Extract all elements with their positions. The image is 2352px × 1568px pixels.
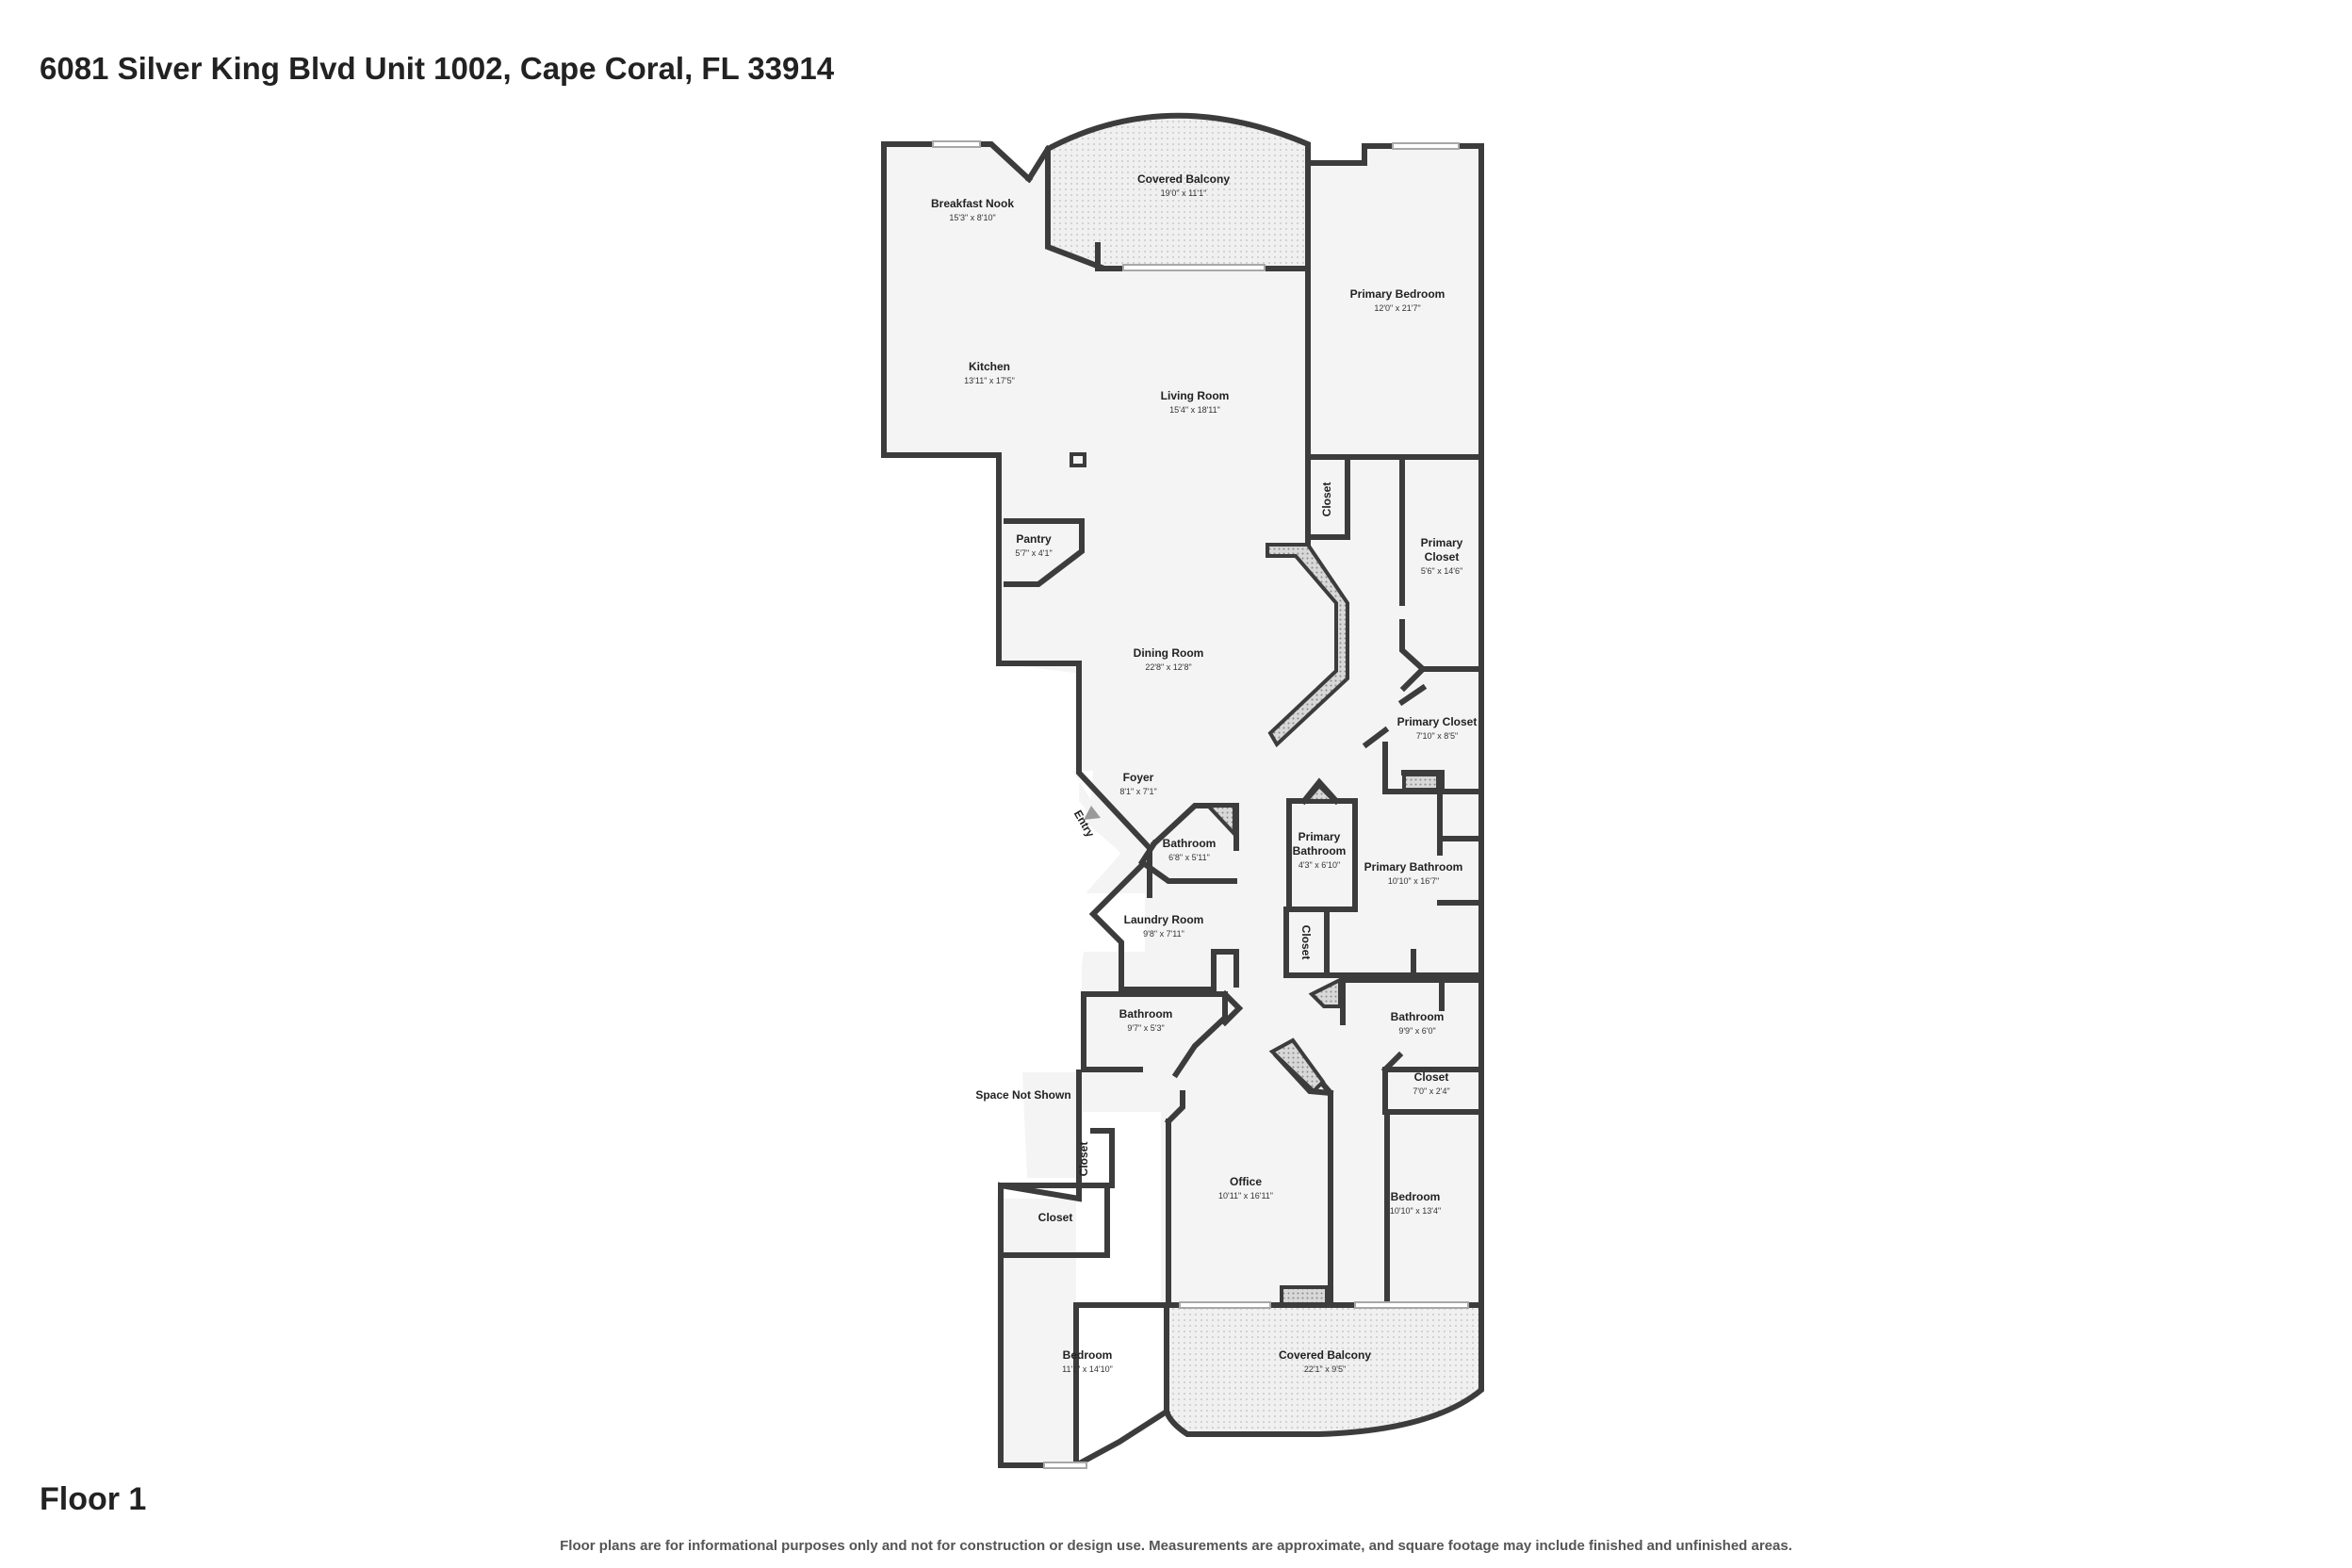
window	[1122, 264, 1266, 271]
room-dim-breakfast-nook: 15'3" x 8'10"	[949, 213, 995, 222]
window	[932, 140, 981, 148]
bathroom-b-walls	[1081, 989, 1244, 1079]
room-dim-bedroom-b: 11'1" x 14'10"	[1062, 1364, 1113, 1374]
window	[1179, 1301, 1271, 1309]
floor-label: Floor 1	[40, 1481, 147, 1517]
room-dim-primary-closet-a: 5'6" x 14'6"	[1421, 566, 1462, 576]
room-dim-covered-balcony-top: 19'0" x 11'1"	[1161, 188, 1207, 198]
room-dim-bathroom-b: 9'7" x 5'3"	[1127, 1023, 1164, 1033]
room-dim-bathroom-c: 9'9" x 6'0"	[1398, 1026, 1435, 1036]
office-hatch	[1268, 1037, 1326, 1094]
room-name-bathroom-c: Bathroom	[1391, 1010, 1445, 1023]
property-address: 6081 Silver King Blvd Unit 1002, Cape Co…	[40, 51, 835, 86]
room-name-primary-closet-b: Primary Closet	[1397, 715, 1478, 728]
room-name-pantry: Pantry	[1016, 532, 1052, 546]
nook-corner-wall	[1024, 144, 1053, 184]
room-name-covered-balcony-top: Covered Balcony	[1137, 172, 1230, 186]
closet-vertical-walls	[1283, 900, 1484, 978]
room-dim-primary-bathroom: 10'10" x 16'7"	[1388, 876, 1439, 886]
shaft-hatch	[1266, 543, 1349, 748]
room-dim-primary-closet-b: 7'10" x 8'5"	[1416, 731, 1458, 741]
room-dim-covered-balcony-bottom: 22'1" x 9'5"	[1304, 1364, 1346, 1374]
room-name-closet-c: Closet	[1414, 1070, 1449, 1084]
pantry-walls	[1004, 518, 1085, 587]
room-labels: Breakfast Nook 15'3" x 8'10" Covered Bal…	[931, 172, 1477, 1374]
room-dim-pantry: 5'7" x 4'1"	[1015, 548, 1052, 558]
closet-hatch-mid	[1308, 976, 1342, 1008]
room-name-bathroom-a: Bathroom	[1163, 837, 1217, 850]
room-name-closet-d: Closet	[1077, 1142, 1090, 1177]
primary-closet-walls	[1397, 454, 1484, 794]
bathroom-c-walls	[1340, 977, 1484, 1115]
lower-left-closet-walls	[998, 1128, 1171, 1468]
room-name-foyer: Foyer	[1123, 771, 1154, 784]
upper-floor-fill	[884, 144, 1481, 1465]
room-name-breakfast-nook: Breakfast Nook	[931, 197, 1014, 210]
room-name-kitchen: Kitchen	[969, 360, 1010, 373]
room-name-closet-b: Closet	[1299, 925, 1313, 960]
room-name-living-room: Living Room	[1161, 389, 1230, 402]
office-door-jamb	[1164, 1090, 1185, 1126]
covered-balcony-top-shape	[1045, 112, 1311, 271]
exterior-walls-left-lower	[998, 1070, 1171, 1468]
room-name-primary-bathroom: Primary Bathroom	[1364, 860, 1463, 874]
room-name-covered-balcony-bottom: Covered Balcony	[1279, 1348, 1371, 1362]
room-name-laundry-room: Laundry Room	[1124, 913, 1204, 926]
room-dim-dining-room: 22'8" x 12'8"	[1145, 662, 1191, 672]
room-dim-laundry-room: 9'8" x 7'11"	[1143, 929, 1184, 939]
small-bath-hatch	[1301, 783, 1339, 803]
entry-arrow-icon	[1084, 806, 1101, 820]
room-name-primary-bedroom: Primary Bedroom	[1350, 287, 1446, 301]
room-name-primary-bathroom-small: Primary	[1298, 830, 1341, 843]
room-dim-living-room: 15'4" x 18'11"	[1169, 405, 1220, 415]
laundry-walls	[1088, 862, 1239, 992]
room-dim-closet-c: 7'0" x 2'4"	[1413, 1086, 1449, 1096]
room-dim-office: 10'11" x 16'11"	[1218, 1191, 1273, 1200]
room-dim-primary-bathroom-small: 4'3" x 6'10"	[1298, 860, 1340, 870]
kitchen-island-marker	[1070, 452, 1086, 467]
wall-living-bedroom	[1305, 160, 1484, 549]
covered-balcony-bottom-shape	[1164, 1302, 1484, 1437]
room-name-office: Office	[1230, 1175, 1262, 1188]
room-name-dining-room: Dining Room	[1134, 646, 1204, 660]
room-name-closet-a: Closet	[1320, 482, 1333, 517]
room-dim-foyer: 8'1" x 7'1"	[1119, 787, 1156, 796]
nook-post	[1095, 242, 1113, 271]
exterior-walls-right	[1305, 143, 1484, 1308]
room-dim-primary-bedroom: 12'0" x 21'7"	[1374, 303, 1420, 313]
room-name-primary-closet-a-2: Closet	[1425, 550, 1460, 564]
label-space-not-shown: Space Not Shown	[975, 1088, 1070, 1102]
room-name-bathroom-b: Bathroom	[1119, 1007, 1173, 1021]
room-name-bedroom-b: Bedroom	[1063, 1348, 1113, 1362]
window	[1043, 1462, 1087, 1469]
bedroom-a-walls	[1328, 1090, 1390, 1308]
room-name-bedroom-a: Bedroom	[1391, 1190, 1441, 1203]
room-dim-kitchen: 13'11" x 17'5"	[964, 376, 1015, 385]
room-dim-bedroom-a: 10'10" x 13'4"	[1390, 1206, 1441, 1216]
window	[1392, 142, 1460, 150]
room-name-closet-e: Closet	[1038, 1211, 1073, 1224]
disclaimer-text: Floor plans are for informational purpos…	[560, 1538, 1792, 1554]
window	[1354, 1301, 1469, 1309]
primary-closet-b-walls	[1362, 726, 1484, 856]
office-closet-hatch	[1280, 1285, 1329, 1306]
room-dim-bathroom-a: 6'8" x 5'11"	[1168, 853, 1210, 862]
bath-a-hatch	[1203, 804, 1236, 840]
room-name-primary-closet-a: Primary	[1421, 536, 1463, 549]
closet-b-hatch	[1402, 773, 1440, 792]
room-name-primary-bathroom-small-2: Bathroom	[1293, 844, 1347, 858]
